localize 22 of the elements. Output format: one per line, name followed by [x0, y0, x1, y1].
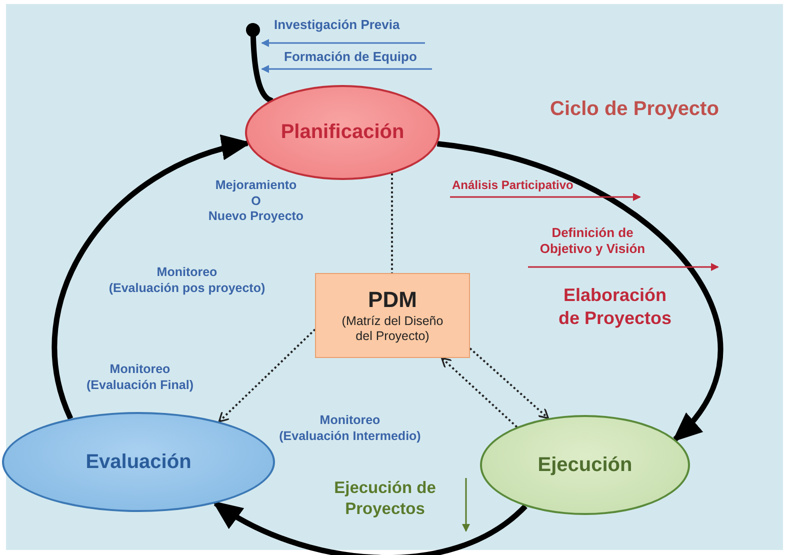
node-title: Ejecución [536, 452, 634, 478]
cycle-arrow [212, 500, 528, 555]
dotted-arrow [440, 357, 518, 428]
cycle-arrow [436, 141, 723, 442]
annotation-text: Formación de Equipo [284, 49, 418, 66]
annotation-text: Monitoreo (Evaluación Final) [86, 362, 194, 394]
annotation-text: Monitoreo (Evaluación Intermedio) [278, 413, 422, 444]
annotation-text: Análisis Participativo [452, 178, 574, 193]
annotation-text: Monitoreo (Evaluación pos proyecto) [108, 265, 266, 296]
matrix-box [315, 273, 470, 358]
node-title: Planificación [280, 120, 406, 145]
node-subtitle: (Matríz del Diseño del Proyecto) [340, 314, 444, 345]
annotation-text: Investigación Previa [274, 17, 401, 34]
node-title: PDM [367, 286, 418, 314]
dotted-arrow [218, 328, 316, 422]
diagram-title: Ciclo de Proyecto [550, 97, 719, 122]
annotation-text: Mejoramiento O Nuevo Proyecto [207, 178, 305, 225]
annotation-text: Ejecución de Proyectos [333, 478, 437, 520]
node-title: Evaluación [84, 450, 192, 474]
annotation-text: Elaboración de Proyectos [557, 284, 673, 329]
dotted-arrow [469, 348, 549, 419]
annotation-text: Definición de Objetivo y Visión [538, 225, 646, 258]
